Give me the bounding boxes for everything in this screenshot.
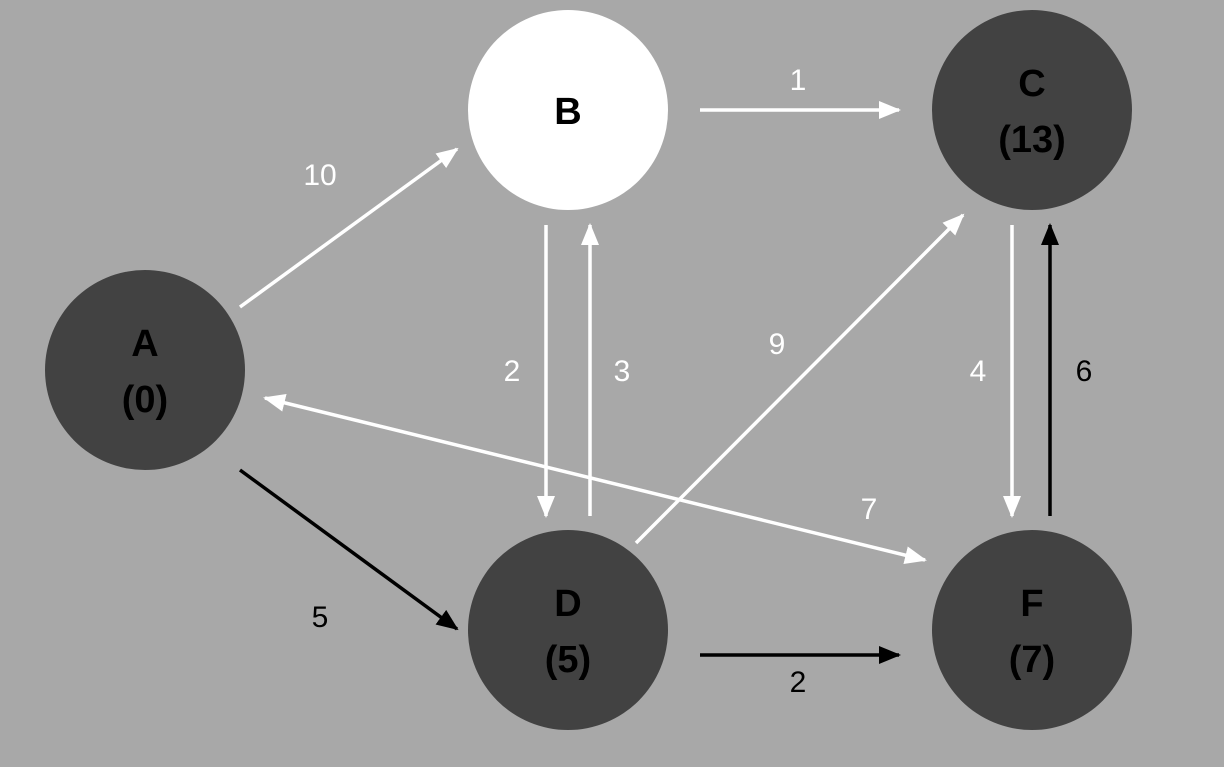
node-distance-a: (0) bbox=[122, 379, 168, 421]
edge-weight-f-a: 7 bbox=[861, 493, 878, 526]
node-f: F (7) bbox=[932, 530, 1132, 730]
node-label-b: B bbox=[554, 91, 581, 133]
node-circle-d bbox=[468, 530, 668, 730]
node-distance-c: (13) bbox=[998, 119, 1066, 161]
node-circle-a bbox=[45, 270, 245, 470]
edge-weight-d-c: 9 bbox=[769, 328, 786, 361]
edge-weight-a-b: 10 bbox=[303, 159, 336, 192]
edge-weight-b-d: 2 bbox=[504, 355, 521, 388]
edge-a-d bbox=[238, 468, 459, 631]
edge-f-a bbox=[263, 394, 927, 564]
node-circle-f bbox=[932, 530, 1132, 730]
edge-weight-c-f: 4 bbox=[970, 355, 987, 388]
node-distance-d: (5) bbox=[545, 639, 591, 681]
edge-weight-f-c: 6 bbox=[1076, 355, 1093, 388]
node-label-c: C bbox=[1018, 63, 1045, 105]
edge-weight-b-c: 1 bbox=[790, 64, 807, 97]
nodes-layer: A (0) B C (13) D (5) F (7) bbox=[45, 10, 1132, 730]
node-c: C (13) bbox=[932, 10, 1132, 210]
node-distance-f: (7) bbox=[1009, 639, 1055, 681]
edge-a-b bbox=[238, 147, 459, 309]
node-b: B bbox=[468, 10, 668, 210]
edge-d-c bbox=[634, 213, 965, 545]
node-a: A (0) bbox=[45, 270, 245, 470]
edge-weight-d-f: 2 bbox=[790, 666, 807, 699]
node-d: D (5) bbox=[468, 530, 668, 730]
edges-layer: 10 1 2 3 9 4 6 7 5 2 bbox=[238, 64, 1093, 699]
node-circle-b bbox=[468, 10, 668, 210]
node-circle-c bbox=[932, 10, 1132, 210]
node-label-a: A bbox=[131, 323, 158, 365]
edge-weight-d-b: 3 bbox=[614, 355, 631, 388]
edge-weight-a-d: 5 bbox=[312, 601, 329, 634]
node-label-d: D bbox=[554, 583, 581, 625]
node-label-f: F bbox=[1020, 583, 1043, 625]
